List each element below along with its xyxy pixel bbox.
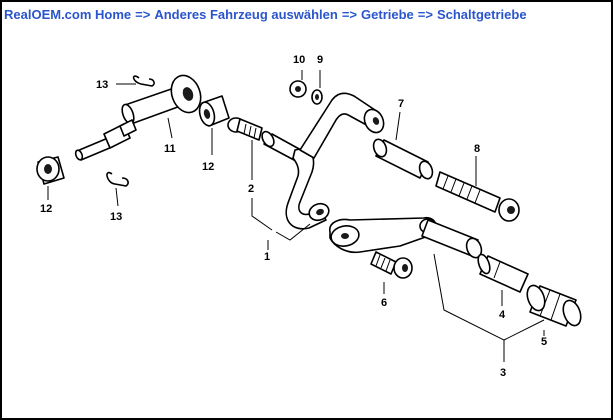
part-4-split-sleeve[interactable] [476,253,529,293]
part-9-washer[interactable] [311,89,323,105]
callout-6[interactable]: 6 [381,297,387,309]
breadcrumb: RealOEM.com Home=>Anderes Fahrzeug auswä… [4,7,527,22]
callout-4[interactable]: 4 [499,309,506,321]
leader-lines [47,70,545,362]
part-12-bushing-upper[interactable] [197,95,230,127]
callout-13-lower[interactable]: 13 [110,211,122,223]
part-6-screw[interactable] [370,251,413,279]
breadcrumb-vehicle-link[interactable]: Anderes Fahrzeug auswählen [154,7,338,22]
part-3-selector-arm[interactable] [329,216,484,260]
callout-10[interactable]: 10 [293,54,305,66]
callout-8[interactable]: 8 [474,143,480,155]
part-12-bushing-lower[interactable] [36,156,65,185]
part-11-pin[interactable] [74,119,137,161]
callout-9[interactable]: 9 [317,54,323,66]
breadcrumb-separator: => [417,7,433,22]
callouts: 13 11 12 12 13 2 1 10 9 7 8 6 4 5 3 [40,54,547,379]
part-8-bolt[interactable] [435,171,520,222]
part-1-shift-lever[interactable] [260,92,388,230]
callout-5[interactable]: 5 [541,336,547,348]
part-13-clip-upper[interactable] [132,75,155,87]
callout-3[interactable]: 3 [500,367,506,379]
part-5-guide-piece[interactable] [524,283,584,328]
breadcrumb-home-link[interactable]: RealOEM.com Home [4,7,132,22]
breadcrumb-subgroup-link[interactable]: Schaltgetriebe [436,7,527,22]
callout-13-upper[interactable]: 13 [96,79,108,91]
callout-7[interactable]: 7 [398,98,404,110]
callout-12-lower[interactable]: 12 [40,203,52,215]
breadcrumb-separator: => [341,7,358,22]
part-11-shaft-eye[interactable] [120,71,206,125]
part-10-nut[interactable] [289,80,307,98]
part-2-bolt[interactable] [227,117,263,141]
part-13-clip-lower[interactable] [106,171,129,187]
callout-1[interactable]: 1 [264,251,270,263]
callout-11[interactable]: 11 [164,143,176,155]
part-7-sleeve[interactable] [371,137,434,180]
breadcrumb-group-link[interactable]: Getriebe [361,7,414,22]
callout-2[interactable]: 2 [248,183,254,195]
callout-12-upper[interactable]: 12 [202,161,214,173]
breadcrumb-separator: => [135,7,151,22]
